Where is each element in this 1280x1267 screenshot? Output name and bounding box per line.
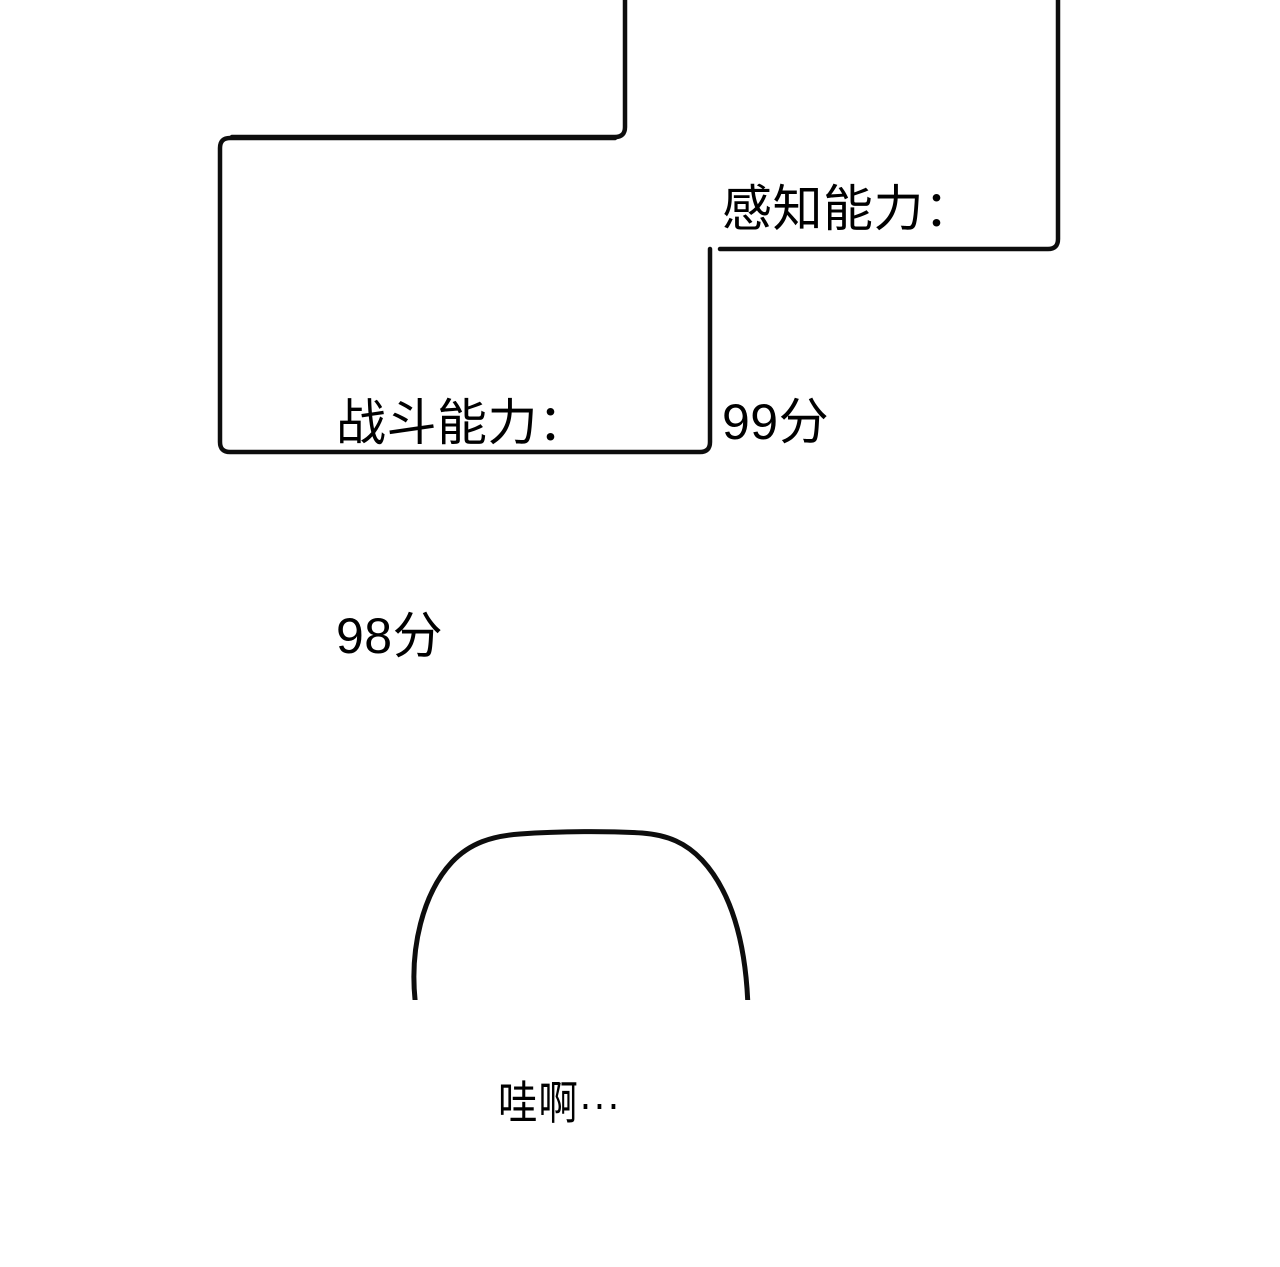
bubble-perception-text: 感知能力： 99分	[722, 32, 975, 600]
bubble-perception-helper	[615, 0, 625, 137]
bubble-perception-line-2: 99分	[722, 394, 830, 450]
bubble-shout-line-1: 哇啊···	[498, 1076, 621, 1129]
bubble-upper-cutoff-outline	[229, 0, 628, 140]
bubble-combat-text: 战斗能力： 98分	[336, 246, 589, 814]
bubble-shout-text: 哇啊···	[498, 940, 621, 1267]
bubble-combat-line-1: 战斗能力：	[336, 395, 589, 451]
comic-panel: 感知能力： 99分 战斗能力： 98分 哇啊···	[217, 0, 1061, 1129]
speech-bubble-outlines	[217, 0, 1061, 1000]
bubble-combat-line-2: 98分	[336, 608, 444, 664]
bubble-perception-line-1: 感知能力：	[722, 181, 975, 237]
